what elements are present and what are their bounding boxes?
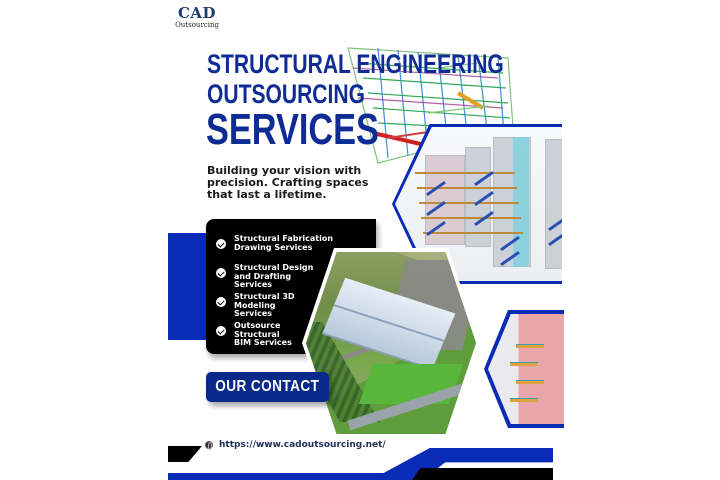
factory-aerial-hexagon-image: [302, 248, 480, 438]
service-label: Structural Fabrication Drawing Services: [234, 234, 334, 252]
our-contact-button[interactable]: OUR CONTACT: [206, 372, 329, 402]
service-item: Outsource Structural BIM Services: [216, 321, 294, 348]
service-item: Structural Design and Drafting Services: [216, 263, 324, 290]
check-circle-icon: [216, 239, 226, 249]
service-label: Structural 3D Modeling Services: [234, 292, 295, 318]
logo-main-text: CAD: [177, 4, 217, 22]
service-item: Structural 3D Modeling Services: [216, 292, 314, 319]
our-contact-label: OUR CONTACT: [215, 378, 320, 395]
website-link[interactable]: https://www.cadoutsourcing.net/: [205, 440, 386, 450]
service-label: Structural Design and Drafting Services: [234, 263, 314, 289]
service-item: Structural Fabrication Drawing Services: [216, 234, 364, 252]
title-line-2: OUTSOURCING: [207, 79, 365, 109]
staircase-model-hexagon-image: [484, 310, 564, 428]
check-circle-icon: [216, 297, 226, 307]
globe-icon: [205, 441, 213, 450]
steel-frame-illustration: [347, 47, 514, 164]
stair-tower-hexagon-image: [392, 124, 562, 284]
title-line-1: STRUCTURAL ENGINEERING: [207, 49, 504, 79]
title-line-3: SERVICES: [206, 105, 379, 154]
website-url[interactable]: https://www.cadoutsourcing.net/: [219, 440, 386, 450]
bottom-black-stripe-right: [412, 468, 553, 480]
cad-outsourcing-logo[interactable]: CAD Outsourcing: [172, 5, 222, 30]
blue-accent-bar: [168, 233, 213, 340]
tagline: Building your vision with precision. Cra…: [207, 164, 369, 201]
check-circle-icon: [216, 326, 226, 336]
logo-sub-text: Outsourcing: [175, 21, 219, 29]
check-circle-icon: [216, 268, 226, 278]
service-label: Outsource Structural BIM Services: [234, 321, 292, 347]
